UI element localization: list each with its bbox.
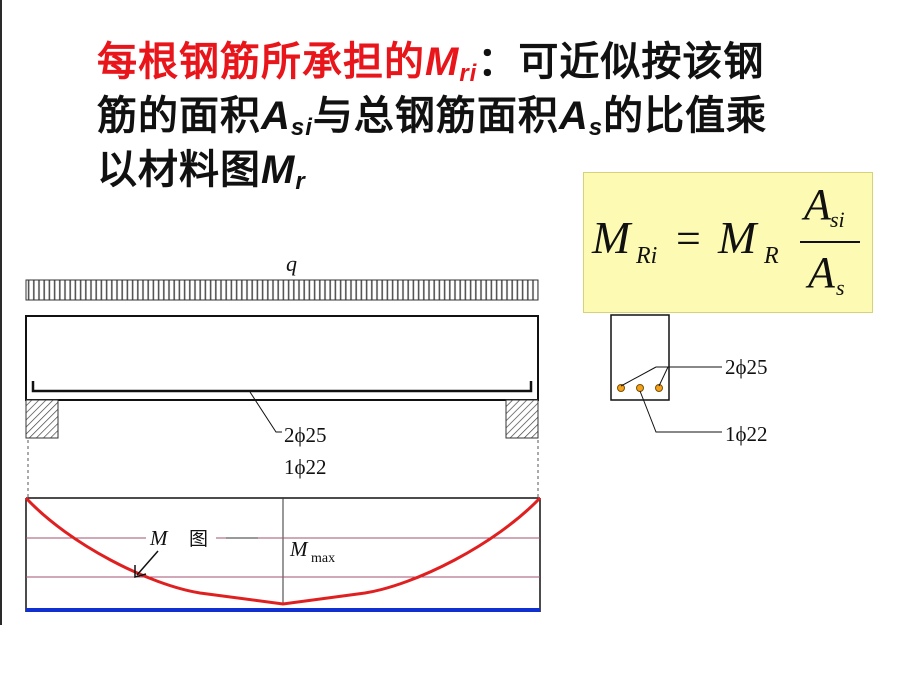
title-red-text: 每根钢筋所承担的: [97, 39, 425, 85]
title-line-3: 以材料图Mr: [97, 146, 887, 200]
formula-denominator-sub: s: [836, 275, 845, 300]
formula-numerator: A: [804, 180, 831, 229]
beam-rebar-leader: [249, 391, 282, 433]
left-border-line: [0, 0, 2, 625]
rebar-dot-left: [617, 384, 625, 392]
section-label-top: 2ϕ25: [725, 355, 768, 379]
title-line-1: 每根钢筋所承担的Mri：可近似按该钢: [97, 38, 887, 92]
formula-denominator: A: [808, 248, 835, 297]
moment-label-tu: 图: [189, 528, 208, 550]
title-symbol-mr-sub: r: [295, 168, 306, 195]
moment-arrow-shaft: [136, 550, 159, 576]
formula-box: M Ri = M R A si A s: [583, 172, 873, 313]
title-line2-text-a: 筋的面积: [97, 93, 261, 139]
title-symbol-m-sub: ri: [459, 60, 478, 87]
slide-title: 每根钢筋所承担的Mri：可近似按该钢 筋的面积Asi与总钢筋面积As的比值乘 以…: [97, 38, 887, 200]
formula-numerator-sub: si: [830, 207, 845, 232]
title-line2-text-c: 的比值乘: [603, 93, 768, 139]
title-line2-text-b: 与总钢筋面积: [312, 93, 559, 139]
title-symbol-asi: A: [261, 94, 291, 138]
mmax-label-sub: max: [311, 551, 335, 566]
section-label-bottom: 1ϕ22: [725, 422, 768, 446]
formula-equals: =: [676, 214, 701, 263]
moment-label-bg: [146, 527, 216, 549]
formula-lhs: M: [592, 212, 631, 263]
moment-arrow-head: [134, 565, 147, 578]
load-label-q: q: [286, 251, 297, 276]
beam-rebar-label-2: 1ϕ22: [284, 455, 327, 479]
title-symbol-as: A: [558, 94, 589, 138]
title-symbol-as-sub: s: [588, 114, 604, 141]
title-line3-text: 以材料图: [97, 147, 261, 193]
beam-body: [25, 315, 539, 401]
formula-lhs-sub: Ri: [636, 243, 658, 269]
rebar-dot-middle: [636, 384, 644, 392]
formula-rhs-sub: R: [764, 243, 779, 269]
section-leader-top-a: [620, 366, 657, 387]
title-line1-rest: 可近似按该钢: [518, 39, 765, 85]
left-support: [25, 399, 59, 439]
beam-rebar-line: [31, 381, 533, 393]
moment-curve: [24, 496, 542, 606]
distributed-load-bar: [25, 279, 539, 301]
title-line-2: 筋的面积Asi与总钢筋面积As的比值乘: [97, 92, 887, 146]
formula-rhs: M: [718, 212, 757, 263]
section-leader-top-b: [658, 366, 669, 387]
beam-rebar-label-1: 2ϕ25: [284, 423, 327, 447]
rebar-dot-right: [655, 384, 663, 392]
title-symbol-mr: M: [261, 148, 296, 192]
title-colon: ：: [477, 39, 519, 85]
title-symbol-m: M: [425, 40, 460, 84]
mmax-label: M: [289, 537, 309, 561]
moment-label-m: M: [149, 526, 169, 550]
formula-fraction-bar: [800, 241, 860, 243]
title-symbol-asi-sub: si: [290, 114, 313, 141]
right-support: [505, 399, 539, 439]
section-leader-bottom: [639, 390, 722, 433]
